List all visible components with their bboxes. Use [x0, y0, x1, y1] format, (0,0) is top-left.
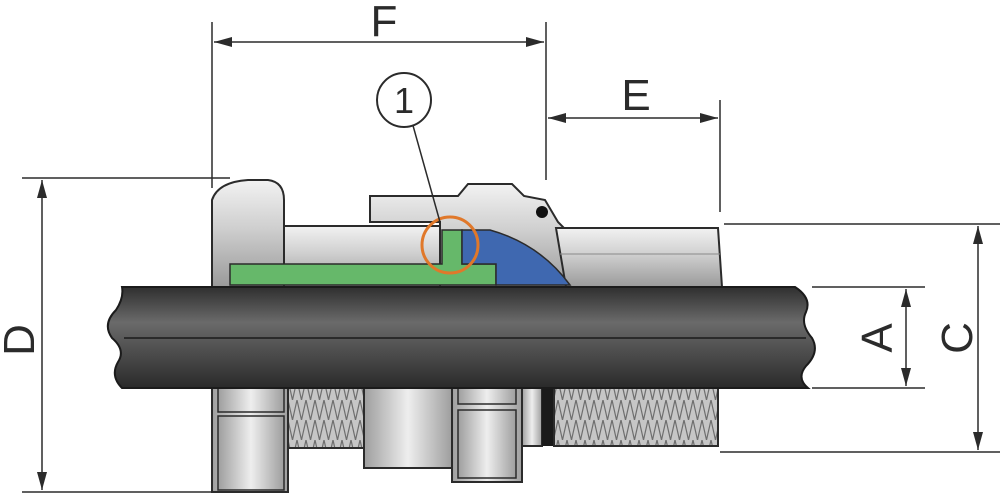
- tail-sleeve: [554, 227, 724, 288]
- callout-highlight-ring: [420, 215, 480, 275]
- dimension-lines: [22, 22, 1000, 493]
- dim-label-e: E: [621, 71, 650, 120]
- cable: [106, 286, 816, 389]
- callout-leader-line: [411, 121, 441, 223]
- dim-c-arrow-top: [973, 226, 983, 244]
- dim-label-f: F: [371, 0, 398, 46]
- dimension-arrowheads: [37, 37, 983, 490]
- dim-label-a: A: [853, 323, 902, 353]
- dim-c-arrow-bottom: [973, 432, 983, 450]
- cap-hex-flat-lower: [457, 409, 517, 479]
- entry-body-dome: [211, 179, 301, 288]
- dim-d-arrow-top: [37, 180, 47, 198]
- dim-label-d: D: [0, 324, 44, 356]
- dim-a-arrow-top: [901, 289, 911, 307]
- dim-e-arrow-right: [700, 113, 718, 123]
- blue-outer-seal: [461, 229, 572, 286]
- gland-upper-section: [211, 179, 724, 288]
- dim-label-c: C: [933, 322, 982, 354]
- callout-bubble: [376, 72, 432, 128]
- dim-e-arrow-left: [548, 113, 566, 123]
- hex-flat-lower: [217, 415, 285, 491]
- callout-number: 1: [394, 80, 414, 121]
- dim-f-arrow-right: [526, 37, 544, 47]
- cap-dot-marker: [536, 206, 548, 218]
- dim-f-arrow-left: [214, 37, 232, 47]
- dim-a-arrow-bottom: [901, 368, 911, 386]
- dim-d-arrow-bottom: [37, 472, 47, 490]
